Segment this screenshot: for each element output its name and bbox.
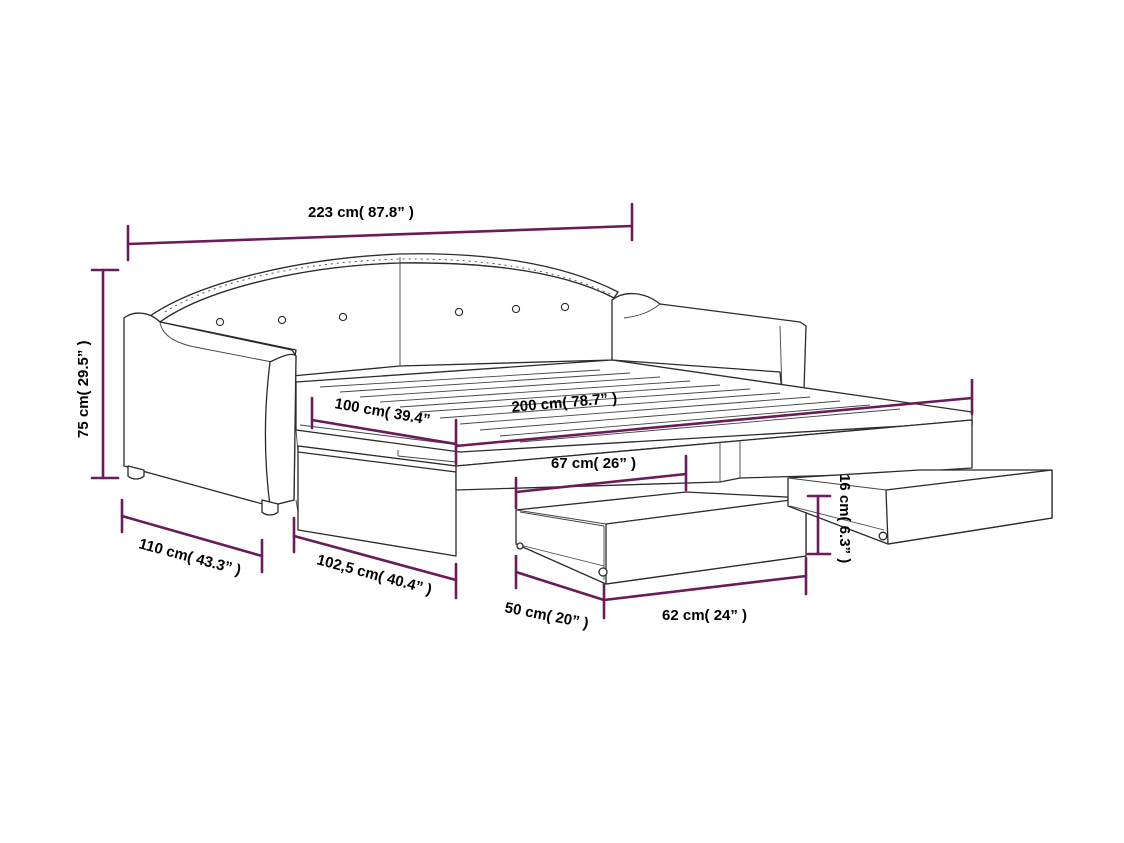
label-depth: 110 cm( 43.3” ): [137, 535, 243, 579]
label-drawer-height: 16 cm( 6.3” ): [836, 474, 853, 563]
trundle: [295, 419, 973, 557]
left-armrest: [123, 312, 299, 516]
label-drawer-depth: 50 cm( 20” ): [503, 599, 590, 632]
label-drawer-inner-length: 62 cm( 24” ): [662, 607, 747, 624]
label-drawer-outer-length: 67 cm( 26” ): [551, 455, 636, 472]
right-drawer: [787, 469, 1053, 545]
label-height: 75 cm( 29.5” ): [75, 340, 92, 438]
dimension-lines: [90, 202, 974, 620]
label-overall-length: 223 cm( 87.8” ): [308, 204, 414, 221]
left-drawer: [515, 491, 807, 585]
daybed-drawing: [123, 253, 1053, 585]
